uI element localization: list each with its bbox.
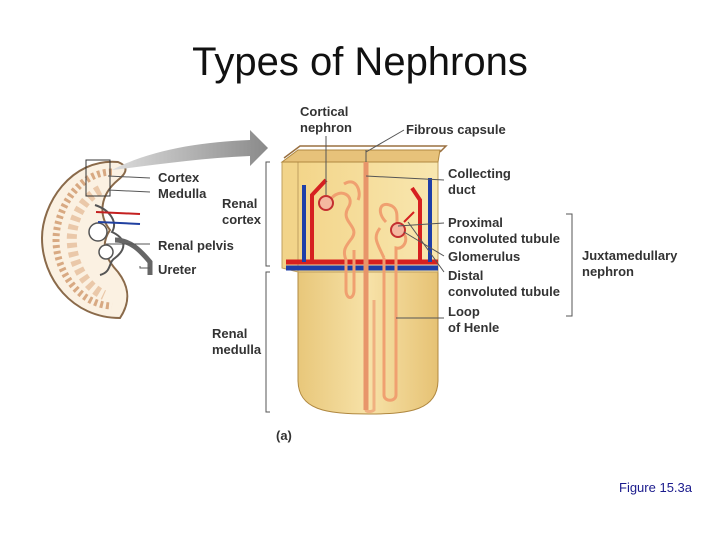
bracket-lines <box>265 161 573 413</box>
label-fibrous-capsule: Fibrous capsule <box>406 122 506 137</box>
label-renal-cortex: Renal cortex <box>222 196 262 227</box>
label-juxtamedullary-nephron: Juxtamedullary nephron <box>582 248 678 279</box>
zoom-arrow <box>112 130 268 170</box>
label-ureter: Ureter <box>158 262 197 277</box>
label-medulla: Medulla <box>158 186 207 201</box>
tissue-block <box>280 145 448 415</box>
label-cortex: Cortex <box>158 170 200 185</box>
label-distal-tubule: Distal convoluted tubule <box>448 268 560 299</box>
kidney-section <box>40 159 153 320</box>
page-title: Types of Nephrons <box>192 40 528 84</box>
label-renal-medulla: Renal medulla <box>212 326 262 357</box>
leader-lines <box>106 129 445 319</box>
label-loop-of-henle: Loop of Henle <box>448 304 500 335</box>
figure-caption: Figure 15.3a <box>619 480 692 495</box>
panel-label: (a) <box>276 428 292 443</box>
label-renal-pelvis: Renal pelvis <box>158 238 234 253</box>
label-cortical-nephron: Cortical nephron <box>300 104 352 135</box>
label-proximal-tubule: Proximal convoluted tubule <box>448 215 560 246</box>
label-collecting-duct: Collecting duct <box>448 166 511 197</box>
label-glomerulus: Glomerulus <box>448 249 521 264</box>
